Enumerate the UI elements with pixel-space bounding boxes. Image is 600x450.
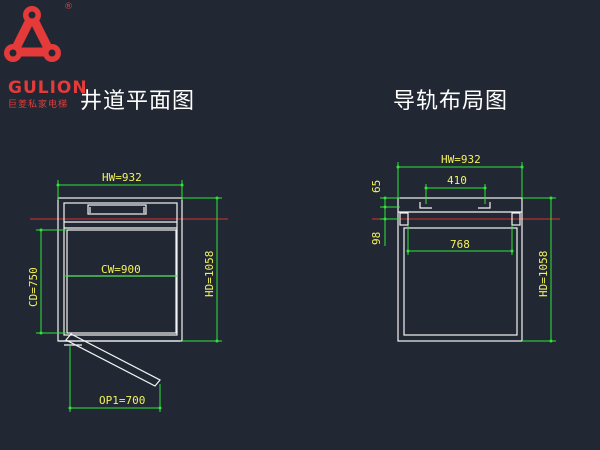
door-leaf: [59, 333, 180, 387]
rail-layout-title: 导轨布局图: [393, 89, 509, 114]
shaft-dim-arrows: [39, 183, 219, 410]
rail-dim-arrows: [383, 165, 553, 343]
registered-mark: ®: [64, 2, 73, 12]
rail-gap-label: 410: [447, 174, 467, 187]
brand-name: GULION: [8, 78, 88, 98]
car-depth-label: CD=750: [27, 267, 40, 307]
rail-shaft-depth-label: HD=1058: [537, 251, 550, 297]
gulion-logo: [4, 6, 61, 62]
rail-layout: HW=932 410 768 HD=1058 65 98: [370, 153, 560, 343]
rail-dimensions: [380, 162, 556, 342]
door-opening-label: OP1=700: [99, 394, 145, 407]
shaft-plan: HW=932 CW=900 OP1=700 CD=750 HD=1058: [27, 171, 228, 412]
shaft-width-label: HW=932: [102, 171, 142, 184]
brand-tagline: 巨菱私家电梯: [8, 100, 69, 110]
shaft-plan-title: 井道平面图: [80, 89, 196, 114]
top-offset-label: 65: [370, 180, 383, 193]
rail-layout-walls: [397, 197, 523, 342]
car-width-label: CW=900: [101, 263, 141, 276]
shaft-depth-label: HD=1058: [203, 251, 216, 297]
rail-offset-label: 98: [370, 232, 383, 245]
rail-span-label: 768: [450, 238, 470, 251]
rail-shaft-width-label: HW=932: [441, 153, 481, 166]
